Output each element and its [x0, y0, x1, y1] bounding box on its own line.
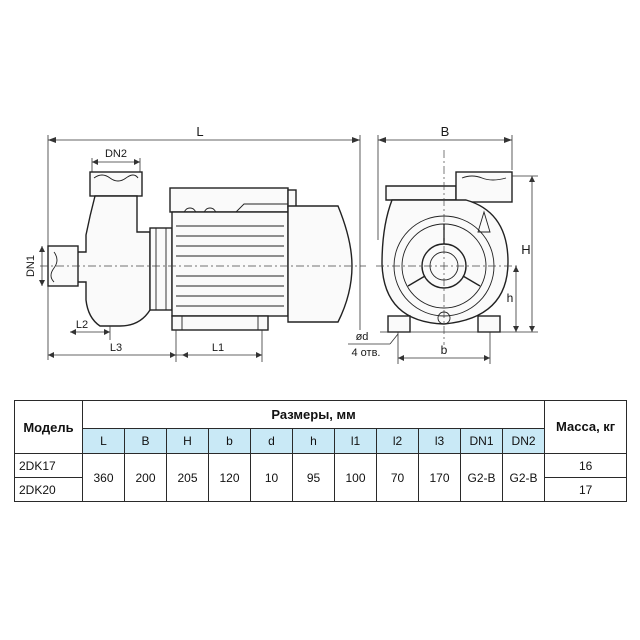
column-header-l1: l1 [334, 428, 377, 454]
dim-H-label: H [521, 242, 530, 257]
dim-DN1-label: DN1 [25, 255, 37, 277]
dim-L1-label: L1 [212, 342, 224, 354]
column-header-dn1: DN1 [460, 428, 503, 454]
column-header-b: b [208, 428, 251, 454]
holes-label: 4 отв. [352, 347, 381, 359]
dim-DN2-label: DN2 [105, 148, 127, 160]
motor-fins [176, 225, 284, 307]
column-header-dn2: DN2 [501, 428, 546, 454]
model-cell: 2DK17 [14, 453, 83, 478]
dim-B-label: B [441, 124, 450, 139]
dimensions-header: Размеры, мм [81, 400, 546, 429]
value-cell-d: 10 [250, 453, 293, 502]
value-cell-b: 200 [124, 453, 167, 502]
pump-front-view: B H h [348, 124, 538, 364]
value-cell-l2: 70 [376, 453, 419, 502]
column-header-h: H [166, 428, 209, 454]
value-cell-l1: 100 [334, 453, 377, 502]
value-cell-dn1: G2-B [460, 453, 503, 502]
pump-side-view: L DN2 DN1 [25, 124, 366, 362]
column-header-l: L [82, 428, 125, 454]
dim-L2-label: L2 [76, 319, 88, 331]
value-cell-b: 120 [208, 453, 251, 502]
value-cell-h: 205 [166, 453, 209, 502]
column-header-d: d [250, 428, 293, 454]
dim-L3-label: L3 [110, 342, 122, 354]
value-cell-dn2: G2-B [501, 453, 546, 502]
dim-L-label: L [196, 124, 203, 139]
dim-h-label: h [507, 291, 514, 305]
model-header: Модель [14, 400, 83, 454]
mass-cell: 17 [544, 477, 628, 502]
value-cell-l3: 170 [418, 453, 461, 502]
value-cell-l: 360 [82, 453, 125, 502]
mass-cell: 16 [544, 453, 628, 478]
column-header-l2: l2 [376, 428, 419, 454]
dim-b-label: b [441, 343, 448, 357]
model-cell: 2DK20 [14, 477, 83, 502]
mass-header: Масса, кг [544, 400, 628, 454]
column-header-h: h [292, 428, 335, 454]
column-header-b: B [124, 428, 167, 454]
table-row: 2DK20 17 [14, 477, 628, 502]
dim-d-label: ød [356, 331, 369, 343]
value-cell-h: 95 [292, 453, 335, 502]
pump-dimension-drawing: L DN2 DN1 [25, 124, 538, 364]
column-header-l3: l3 [418, 428, 461, 454]
